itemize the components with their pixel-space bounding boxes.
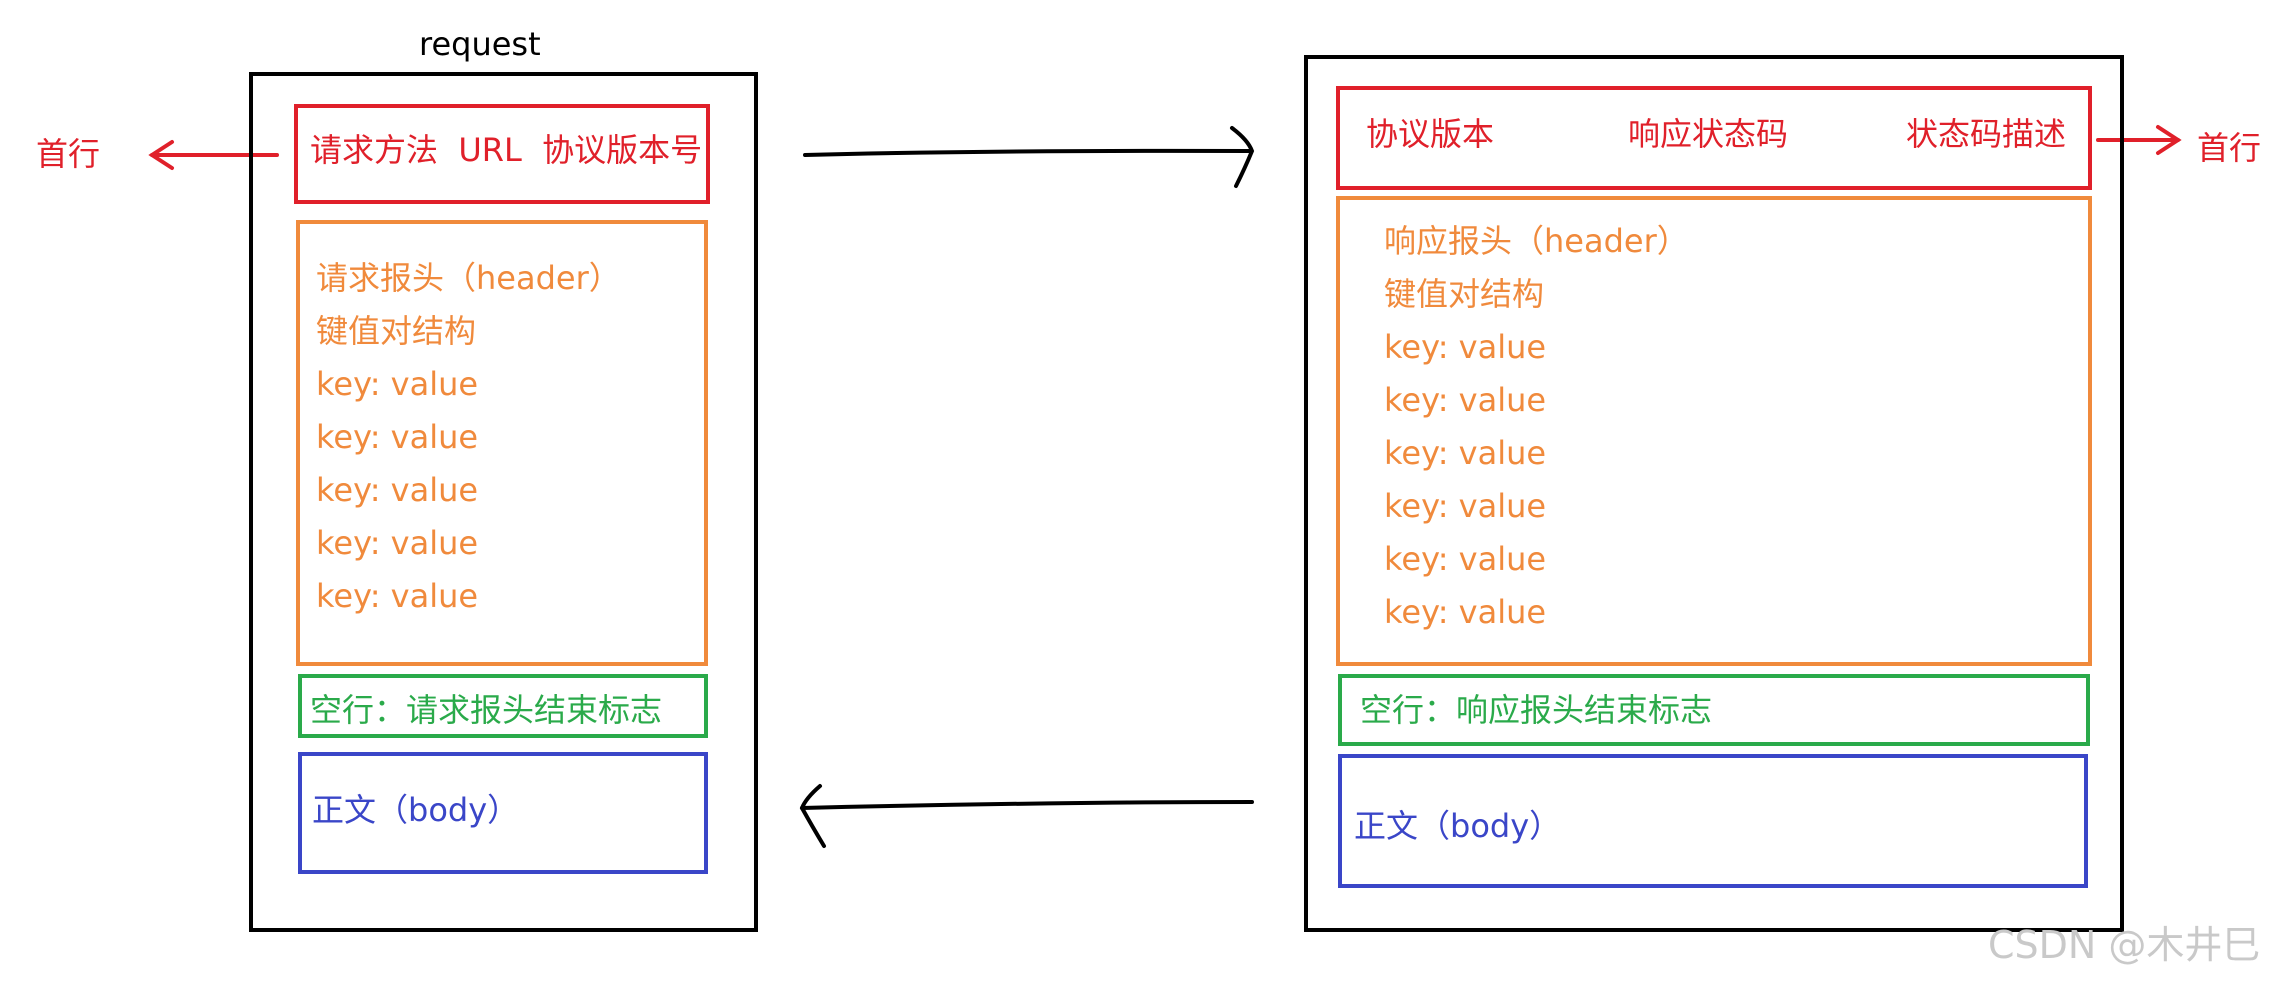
response-header-line: key: value xyxy=(1384,593,1547,631)
request-header-line: key: value xyxy=(316,418,479,456)
request-header-line: key: value xyxy=(316,524,479,562)
watermark: CSDN @木井巳 xyxy=(1988,923,2261,967)
request-header-line: 请求报头（header） xyxy=(316,259,621,297)
response-header-line: key: value xyxy=(1384,328,1547,366)
response-frame xyxy=(1304,55,2124,932)
response-body-box xyxy=(1338,754,2088,888)
request-header-line: key: value xyxy=(316,577,479,615)
response-first-line-tag: 首行 xyxy=(2197,129,2262,167)
request-blank-line-box xyxy=(298,674,708,738)
response-to-request-arrow xyxy=(799,784,1254,848)
response-first-line-part: 协议版本 xyxy=(1366,115,1495,153)
response-first-line-box xyxy=(1336,86,2092,190)
request-first-line-tag: 首行 xyxy=(36,135,101,173)
response-header-line: 响应报头（header） xyxy=(1384,222,1689,260)
response-header-line: key: value xyxy=(1384,381,1547,419)
response-header-box xyxy=(1336,196,2092,666)
response-first-line-part: 响应状态码 xyxy=(1628,115,1789,153)
request-frame xyxy=(249,72,758,932)
response-header-line: key: value xyxy=(1384,540,1547,578)
request-blank-line: 空行：请求报头结束标志 xyxy=(310,691,663,729)
response-first-line-part: 状态码描述 xyxy=(1906,115,2067,153)
response-blank-line: 空行：响应报头结束标志 xyxy=(1360,691,1713,729)
request-header-line: key: value xyxy=(316,365,479,403)
request-first-line-arrow xyxy=(148,140,279,170)
request-header-line: 键值对结构 xyxy=(316,312,477,350)
request-body: 正文（body） xyxy=(312,791,520,829)
response-first-line-arrow xyxy=(2096,125,2182,155)
request-first-line-box xyxy=(294,104,710,204)
response-blank-line-box xyxy=(1338,674,2090,746)
response-header-line: 键值对结构 xyxy=(1384,275,1545,313)
request-first-line: 请求方法 URL 协议版本号 xyxy=(310,131,703,169)
response-header-line: key: value xyxy=(1384,434,1547,472)
request-title: request xyxy=(419,25,541,63)
response-body: 正文（body） xyxy=(1354,807,1562,845)
request-to-response-arrow xyxy=(803,126,1255,188)
request-body-box xyxy=(298,752,708,874)
response-header-line: key: value xyxy=(1384,487,1547,525)
request-header-box xyxy=(296,220,708,666)
request-header-line: key: value xyxy=(316,471,479,509)
